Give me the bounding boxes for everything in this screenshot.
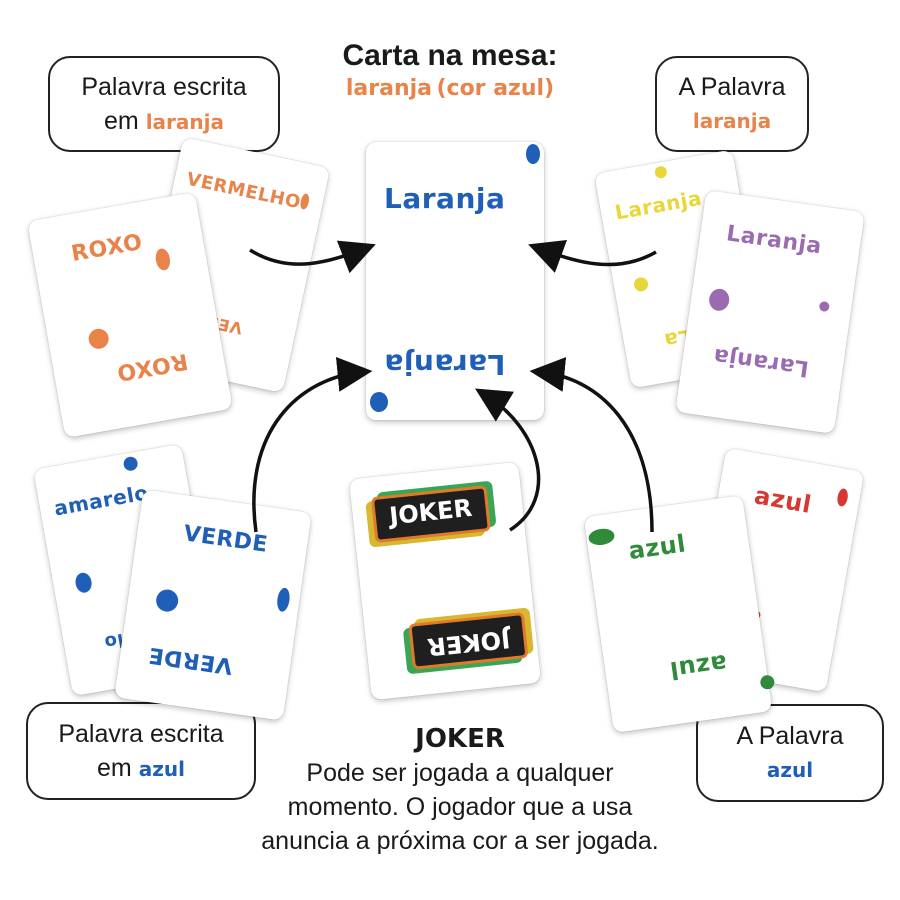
arrow-bottom-right [529, 357, 654, 533]
blue-splat [526, 144, 540, 164]
card-roxo-word: ROXO [69, 229, 145, 268]
callout-top-left-word: laranja [145, 109, 224, 134]
callout-bottom-left-line2: em azul [28, 751, 254, 786]
callout-bottom-right-word: azul [766, 758, 814, 782]
center-card: Laranja Laranja [366, 142, 544, 420]
purple-splat [818, 300, 830, 313]
card-laranja-purple-word-inverted: Laranja [711, 342, 811, 381]
callout-bottom-right-line1: A Palavra [736, 722, 844, 750]
card-verde-word: VERDE [181, 521, 270, 558]
blue-splat [122, 455, 139, 472]
card-roxo-word-inverted: ROXO [114, 347, 190, 385]
callout-top-left-line2: em laranja [50, 104, 278, 139]
card-azul-green: azul azul [583, 494, 776, 734]
header-subtitle-word: laranja [345, 76, 433, 101]
callout-bottom-left-prefix: em [97, 753, 139, 782]
card-azul-red-word: azul [752, 481, 814, 519]
callout-top-right: A Palavra laranja [655, 56, 809, 152]
center-card-word-inverted: Laranja [384, 348, 506, 381]
card-joker: JOKER JOKER [348, 461, 542, 701]
joker-info-title: JOKER [415, 724, 505, 754]
card-laranja-yellow-word: Laranja [613, 185, 704, 225]
blue-splat [275, 587, 292, 613]
card-azul-green-word: azul [626, 529, 688, 566]
callout-bottom-right: A Palavra azul [696, 704, 884, 802]
joker-badge-inverted: JOKER [408, 611, 529, 670]
yellow-splat [653, 165, 668, 180]
yellow-splat [632, 276, 650, 293]
callout-top-left: Palavra escrita em laranja [48, 56, 280, 152]
joker-badge: JOKER [370, 485, 492, 544]
card-verde: VERDE VERDE [114, 489, 312, 721]
blue-splat [73, 571, 94, 594]
joker-info: JOKER Pode ser jogada a qualquer momento… [240, 722, 680, 858]
orange-splat [154, 247, 172, 272]
card-laranja-purple-word: Laranja [724, 221, 824, 260]
card-laranja-purple: Laranja Laranja [675, 189, 865, 435]
card-verde-word-inverted: VERDE [146, 641, 235, 679]
joker-badge-text-inverted: JOKER [425, 624, 512, 662]
joker-info-line3: anuncia a próxima cor a ser jogada. [261, 827, 659, 855]
callout-top-right-word: laranja [692, 109, 772, 133]
orange-splat [87, 327, 111, 351]
header-title: Carta na mesa: [342, 39, 558, 72]
card-amarelo-word: amarelo [52, 480, 151, 521]
callout-bottom-left: Palavra escrita em azul [26, 702, 256, 800]
card-azul-green-word-inverted: azul [667, 648, 729, 685]
card-vermelho-word: VERMELHO [184, 168, 303, 214]
joker-info-line1: Pode ser jogada a qualquer [306, 759, 614, 787]
callout-bottom-left-word: azul [138, 756, 185, 781]
purple-splat [707, 287, 731, 313]
callout-top-left-prefix: em [104, 106, 146, 135]
green-splat [587, 527, 616, 547]
callout-top-left-line1: Palavra escrita [81, 72, 247, 101]
joker-info-line2: momento. O jogador que a usa [287, 793, 633, 821]
blue-splat [154, 588, 180, 614]
joker-badge-text: JOKER [388, 493, 474, 531]
header-subtitle-rest: (cor azul) [436, 76, 555, 101]
center-card-word: Laranja [384, 182, 506, 215]
callout-bottom-left-line1: Palavra escrita [58, 719, 224, 748]
callout-top-right-line1: A Palavra [678, 73, 786, 101]
blue-splat [370, 392, 388, 412]
header: Carta na mesa: laranja (cor azul) [300, 38, 600, 106]
red-splat [836, 487, 850, 508]
header-subtitle: laranja (cor azul) [300, 74, 600, 106]
